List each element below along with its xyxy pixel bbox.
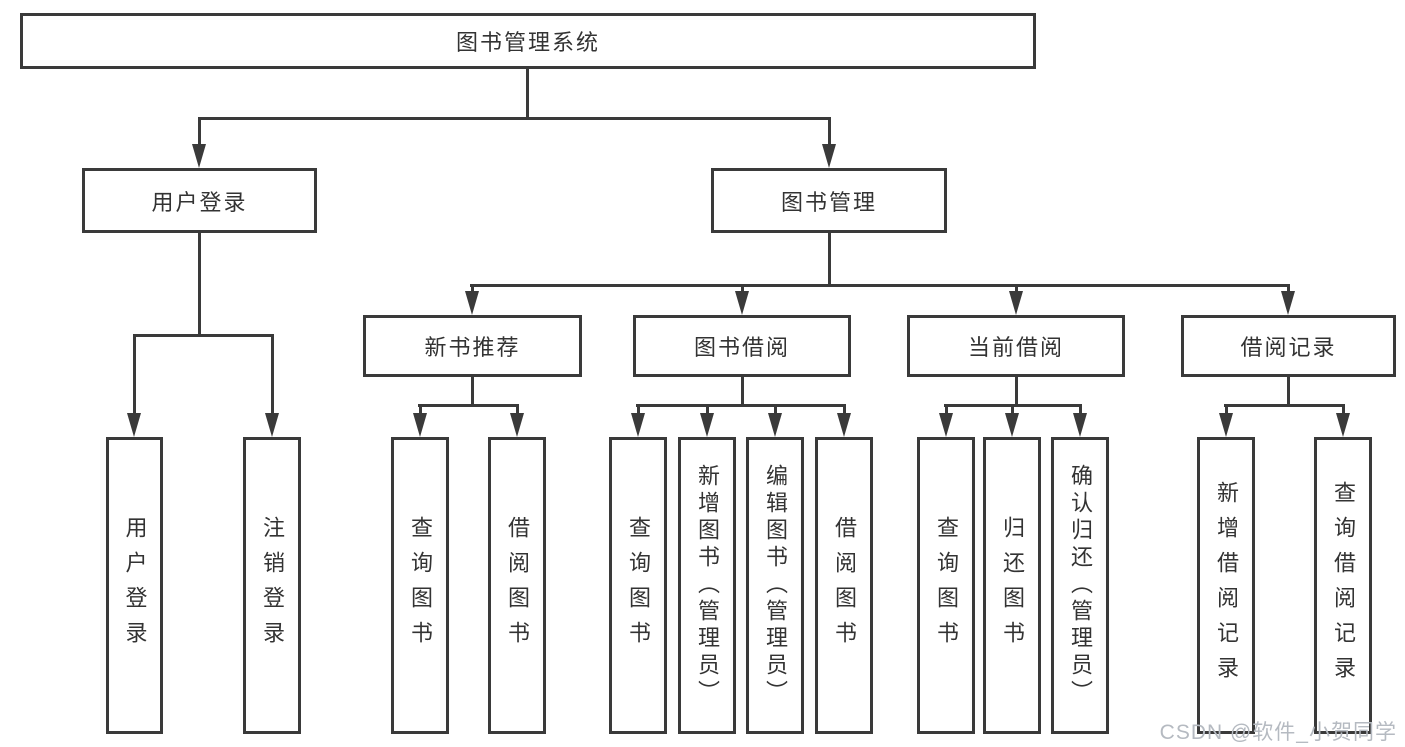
leaf-return-book: 归还图书 (983, 437, 1041, 734)
node-library-system: 图书管理系统 (20, 13, 1036, 69)
connector-line (774, 404, 777, 415)
leaf-query-books-current-label: 查询图书 (934, 515, 959, 656)
leaf-add-book-admin: 新增图书（管理员） (678, 437, 736, 734)
leaf-query-books-recommend-label: 查询图书 (408, 515, 433, 656)
arrowhead-down-icon (837, 413, 851, 437)
leaf-user-login: 用户登录 (106, 437, 163, 734)
connector-line (828, 233, 831, 287)
connector-line (1015, 377, 1018, 407)
connector-line (133, 334, 274, 337)
connector-line (828, 117, 831, 145)
node-borrow-records-label: 借阅记录 (1240, 335, 1337, 360)
connector-line (1079, 404, 1082, 415)
arrowhead-down-icon (939, 413, 953, 437)
connector-line (418, 404, 519, 407)
node-current-borrow: 当前借阅 (907, 315, 1125, 377)
connector-line (198, 117, 201, 145)
connector-line (516, 404, 519, 415)
connector-line (741, 377, 744, 407)
connector-line (419, 404, 422, 415)
connector-line (741, 284, 744, 293)
connector-line (1287, 377, 1290, 407)
arrowhead-down-icon (631, 413, 645, 437)
node-user-login-label: 用户登录 (151, 189, 248, 215)
connector-line (636, 404, 846, 407)
arrowhead-down-icon (1219, 413, 1233, 437)
connector-line (198, 233, 201, 336)
leaf-query-books-recommend: 查询图书 (391, 437, 449, 734)
node-user-login: 用户登录 (82, 168, 317, 233)
connector-line (198, 117, 831, 120)
node-current-borrow-label: 当前借阅 (967, 335, 1064, 360)
node-book-management-label: 图书管理 (780, 189, 877, 215)
arrowhead-down-icon (465, 291, 479, 315)
connector-line (471, 284, 474, 293)
node-library-system-label: 图书管理系统 (455, 30, 600, 55)
connector-line (637, 404, 640, 415)
leaf-confirm-return-admin: 确认归还（管理员） (1051, 437, 1109, 734)
leaf-user-login-label: 用户登录 (122, 515, 148, 656)
node-book-borrow: 图书借阅 (633, 315, 851, 377)
connector-line (526, 69, 529, 118)
connector-line (1225, 404, 1228, 415)
connector-line (1224, 404, 1345, 407)
connector-line (470, 284, 1290, 287)
connector-line (706, 404, 709, 415)
leaf-borrow-books-2: 借阅图书 (815, 437, 873, 734)
leaf-query-books-borrow-label: 查询图书 (626, 515, 651, 656)
leaf-query-books-borrow: 查询图书 (609, 437, 667, 734)
arrowhead-down-icon (1336, 413, 1350, 437)
arrowhead-down-icon (1281, 291, 1295, 315)
leaf-query-books-current: 查询图书 (917, 437, 975, 734)
arrowhead-down-icon (735, 291, 749, 315)
leaf-add-borrow-record: 新增借阅记录 (1197, 437, 1255, 734)
leaf-confirm-return-admin-label: 确认归还（管理员） (1068, 464, 1093, 707)
arrowhead-down-icon (1005, 413, 1019, 437)
leaf-add-book-admin-label: 新增图书（管理员） (695, 464, 720, 707)
leaf-add-borrow-record-label: 新增借阅记录 (1214, 480, 1239, 691)
node-borrow-records: 借阅记录 (1181, 315, 1396, 377)
leaf-logout: 注销登录 (243, 437, 301, 734)
arrowhead-down-icon (822, 144, 836, 168)
node-book-borrow-label: 图书借阅 (693, 335, 790, 360)
arrowhead-down-icon (1073, 413, 1087, 437)
node-new-book-recommend: 新书推荐 (363, 315, 582, 377)
leaf-borrow-books-recommend-label: 借阅图书 (505, 515, 530, 656)
arrowhead-down-icon (127, 413, 141, 437)
arrowhead-down-icon (700, 413, 714, 437)
leaf-query-borrow-record: 查询借阅记录 (1314, 437, 1372, 734)
arrowhead-down-icon (265, 413, 279, 437)
leaf-edit-book-admin-label: 编辑图书（管理员） (763, 464, 788, 707)
connector-line (1342, 404, 1345, 415)
connector-line (271, 334, 274, 414)
leaf-edit-book-admin: 编辑图书（管理员） (746, 437, 804, 734)
connector-line (945, 404, 948, 415)
connector-line (1011, 404, 1014, 415)
connector-line (471, 377, 474, 407)
connector-line (1015, 284, 1018, 293)
arrowhead-down-icon (413, 413, 427, 437)
arrowhead-down-icon (510, 413, 524, 437)
node-new-book-recommend-label: 新书推荐 (424, 335, 521, 360)
arrowhead-down-icon (768, 413, 782, 437)
watermark: CSDN @软件_小贺同学 (1159, 721, 1397, 744)
connector-line (133, 334, 136, 414)
connector-line (1287, 284, 1290, 293)
connector-line (843, 404, 846, 415)
arrowhead-down-icon (1009, 291, 1023, 315)
node-book-management: 图书管理 (711, 168, 947, 233)
leaf-return-book-label: 归还图书 (1000, 515, 1025, 656)
leaf-logout-label: 注销登录 (260, 515, 285, 656)
leaf-borrow-books-recommend: 借阅图书 (488, 437, 546, 734)
arrowhead-down-icon (192, 144, 206, 168)
leaf-query-borrow-record-label: 查询借阅记录 (1331, 480, 1356, 691)
leaf-borrow-books-2-label: 借阅图书 (832, 515, 857, 656)
